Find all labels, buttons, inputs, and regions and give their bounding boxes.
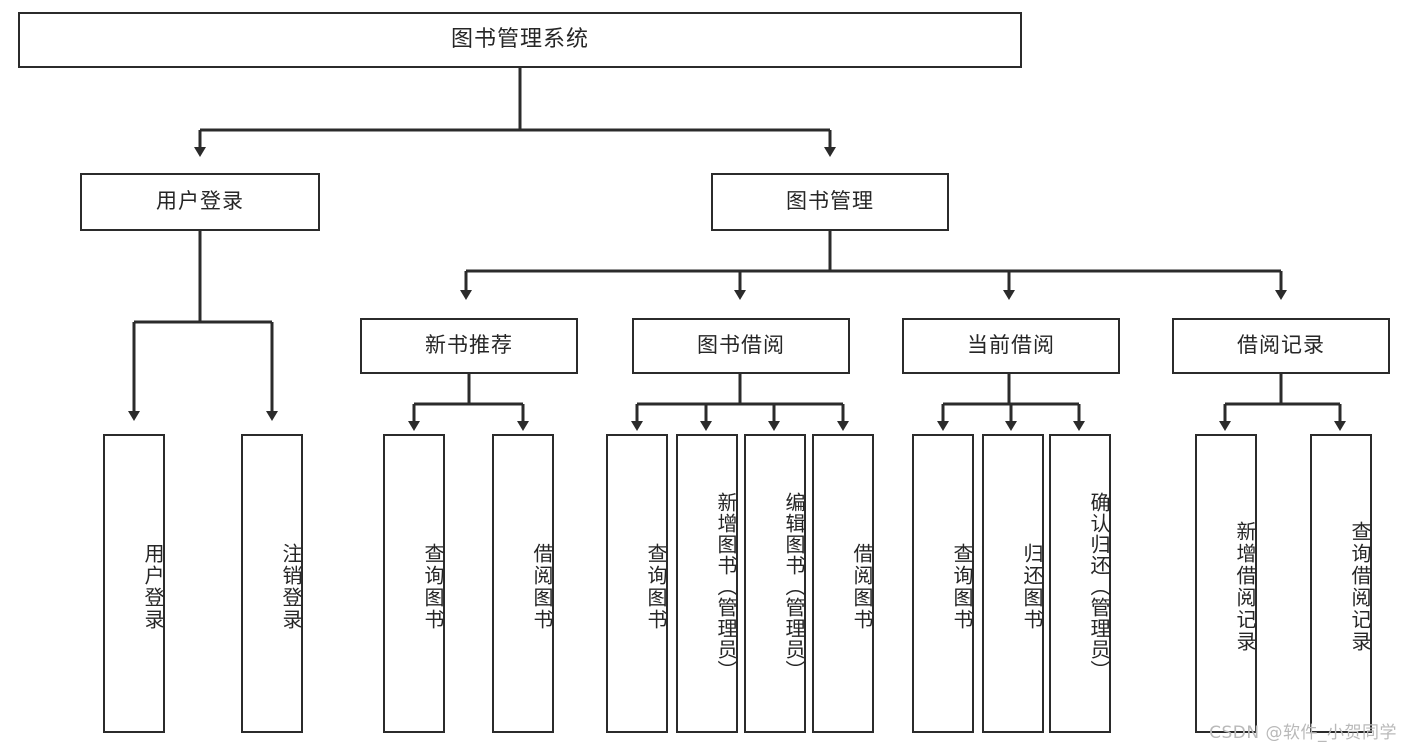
node-current-borrow[interactable]: 当前借阅: [902, 318, 1120, 374]
leaf-book-borrow-edit-book-admin[interactable]: 编辑图书（管理员）: [744, 434, 806, 733]
node-new-book-recommend[interactable]: 新书推荐: [360, 318, 578, 374]
leaf-borrow-record-add-record[interactable]: 新增借阅记录: [1195, 434, 1257, 733]
node-label: 归还图书: [1020, 542, 1044, 631]
node-label: 确认归还（管理员）: [1087, 492, 1111, 681]
node-label: 新书推荐: [425, 333, 513, 358]
node-label: 查询图书: [644, 542, 668, 631]
node-book-management[interactable]: 图书管理: [711, 173, 949, 231]
node-label: 用户登录: [141, 542, 165, 631]
node-label: 借阅图书: [530, 542, 554, 631]
node-user-login[interactable]: 用户登录: [80, 173, 320, 231]
node-root-book-management-system[interactable]: 图书管理系统: [18, 12, 1022, 68]
node-label: 新增图书（管理员）: [714, 492, 738, 681]
node-label: 图书管理系统: [450, 26, 589, 52]
node-book-borrow[interactable]: 图书借阅: [632, 318, 850, 374]
csdn-watermark: CSDN @软件_小贺同学: [1209, 723, 1397, 743]
node-label: 借阅图书: [850, 542, 874, 631]
node-label: 借阅记录: [1237, 333, 1325, 358]
leaf-current-borrow-query-book[interactable]: 查询图书: [912, 434, 974, 733]
leaf-current-borrow-confirm-return-admin[interactable]: 确认归还（管理员）: [1049, 434, 1111, 733]
node-label: 查询图书: [950, 542, 974, 631]
leaf-book-borrow-borrow-book[interactable]: 借阅图书: [812, 434, 874, 733]
leaf-user-login-login[interactable]: 用户登录: [103, 434, 165, 733]
node-label: 注销登录: [279, 542, 303, 631]
node-label: 查询图书: [421, 542, 445, 631]
node-label: 用户登录: [156, 189, 244, 214]
leaf-current-borrow-return-book[interactable]: 归还图书: [982, 434, 1044, 733]
node-label: 新增借阅记录: [1233, 520, 1257, 653]
node-label: 编辑图书（管理员）: [782, 492, 806, 681]
leaf-new-book-borrow-book[interactable]: 借阅图书: [492, 434, 554, 733]
leaf-user-login-logout[interactable]: 注销登录: [241, 434, 303, 733]
leaf-book-borrow-query-book[interactable]: 查询图书: [606, 434, 668, 733]
node-label: 图书借阅: [697, 333, 785, 358]
node-label: 当前借阅: [967, 333, 1055, 358]
leaf-book-borrow-add-book-admin[interactable]: 新增图书（管理员）: [676, 434, 738, 733]
node-label: 查询借阅记录: [1348, 520, 1372, 653]
node-borrow-record[interactable]: 借阅记录: [1172, 318, 1390, 374]
leaf-new-book-query-book[interactable]: 查询图书: [383, 434, 445, 733]
leaf-borrow-record-query-record[interactable]: 查询借阅记录: [1310, 434, 1372, 733]
node-label: 图书管理: [786, 189, 874, 214]
